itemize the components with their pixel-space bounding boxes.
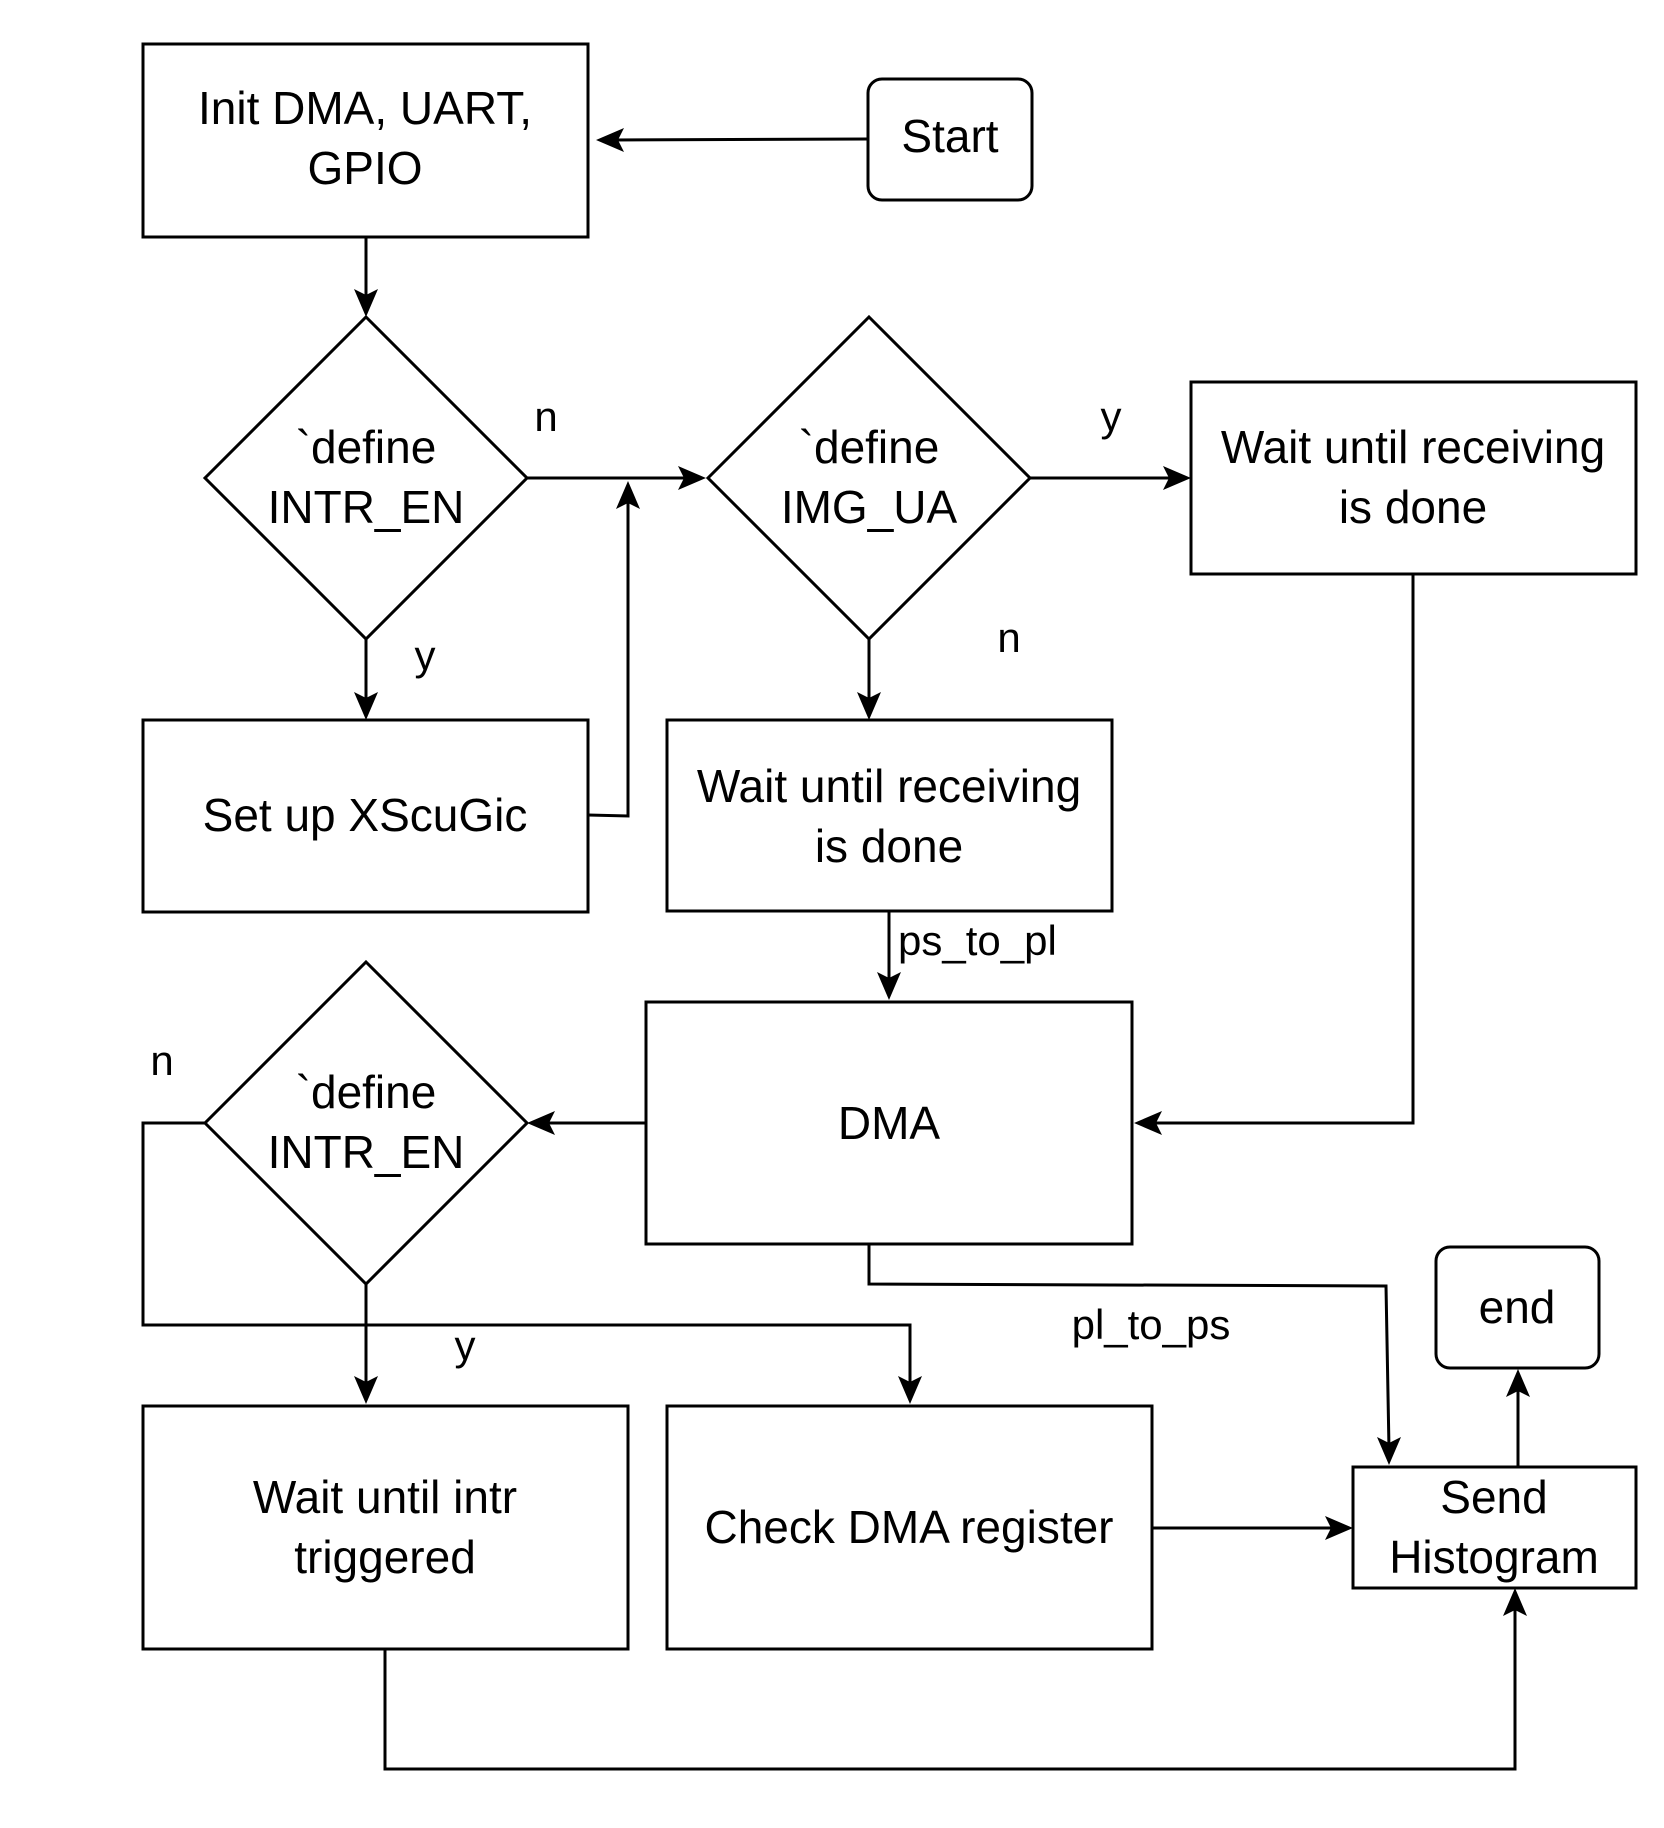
wait-intr-line-2: triggered — [294, 1531, 476, 1583]
init-node: Init DMA, UART, GPIO — [141, 42, 590, 239]
check-dma-register-label: Check DMA register — [704, 1501, 1113, 1553]
decision-img-ua: `define IMG_UA — [705, 314, 1033, 642]
dma-label: DMA — [838, 1097, 941, 1149]
arrowhead — [354, 692, 378, 720]
arrowhead — [877, 972, 901, 1000]
end-label: end — [1479, 1281, 1556, 1333]
end-node: end — [1434, 1245, 1601, 1370]
arrowhead — [596, 128, 624, 152]
arrowhead — [1134, 1111, 1162, 1135]
wait-receiving-mid-line-1: Wait until receiving — [697, 760, 1081, 812]
send-histogram-line-2: Histogram — [1389, 1531, 1599, 1583]
start-node: Start — [866, 77, 1034, 202]
wait-receiving-mid-line-2: is done — [815, 820, 963, 872]
edge-wait-intr-to-send-histogram — [383, 1604, 1517, 1771]
init-label-line-2: GPIO — [307, 142, 422, 194]
edge-wait-right-to-dma — [1150, 574, 1415, 1125]
edge-start-to-init — [611, 137, 869, 142]
dma-node: DMA — [644, 1000, 1134, 1246]
edge-dma-to-send-histogram — [867, 1244, 1391, 1450]
setup-xscugic-label: Set up XScuGic — [203, 789, 528, 841]
arrowhead — [1377, 1437, 1401, 1465]
edge-label-intr-bottom-yes: y — [455, 1322, 476, 1369]
init-label-line-1: Init DMA, UART, — [198, 82, 532, 134]
arrowhead — [1163, 466, 1191, 490]
edge-label-intr-bottom-no: n — [150, 1037, 173, 1084]
decision-intr-en-bottom: `define INTR_EN — [202, 959, 530, 1287]
edge-label-intr-top-no: n — [534, 393, 557, 440]
wait-intr-line-1: Wait until intr — [253, 1471, 517, 1523]
wait-receiving-right-node: Wait until receiving is done — [1189, 380, 1638, 576]
check-dma-register-node: Check DMA register — [665, 1404, 1154, 1651]
arrowhead — [354, 1376, 378, 1404]
start-label: Start — [901, 110, 998, 162]
wait-receiving-right-line-1: Wait until receiving — [1221, 421, 1605, 473]
decision-intr-en-bottom-line-1: `define — [296, 1066, 437, 1118]
wait-intr-node: Wait until intr triggered — [141, 1404, 630, 1651]
decision-intr-en-top-line-1: `define — [296, 421, 437, 473]
arrowhead — [898, 1376, 922, 1404]
wait-receiving-right-line-2: is done — [1339, 481, 1487, 533]
decision-img-ua-line-1: `define — [799, 421, 940, 473]
send-histogram-line-1: Send — [1440, 1471, 1547, 1523]
arrowhead — [678, 466, 706, 490]
decision-intr-en-bottom-line-2: INTR_EN — [268, 1126, 465, 1178]
arrowhead — [857, 692, 881, 720]
edge-label-intr-top-yes: y — [415, 632, 436, 679]
setup-xscugic-node: Set up XScuGic — [141, 718, 590, 914]
edge-label-img-ua-no: n — [997, 614, 1020, 661]
edge-label-img-ua-yes: y — [1101, 393, 1122, 440]
arrowhead — [1506, 1369, 1530, 1397]
edge-label-ps-to-pl: ps_to_pl — [898, 917, 1057, 964]
arrowhead — [1503, 1588, 1527, 1616]
edge-label-pl-to-ps: pl_to_ps — [1072, 1301, 1231, 1348]
decision-intr-en-top: `define INTR_EN — [202, 314, 530, 642]
arrowhead — [527, 1111, 555, 1135]
arrowhead — [354, 289, 378, 317]
arrowhead — [1325, 1516, 1353, 1540]
edge-define-intr-bottom-no — [141, 1121, 912, 1388]
send-histogram-node: Send Histogram — [1351, 1465, 1638, 1590]
decision-img-ua-line-2: IMG_UA — [781, 481, 958, 533]
edge-xscugic-to-join — [587, 497, 630, 818]
wait-receiving-mid-node: Wait until receiving is done — [665, 718, 1114, 913]
decision-intr-en-top-line-2: INTR_EN — [268, 481, 465, 533]
arrowhead — [616, 481, 640, 509]
